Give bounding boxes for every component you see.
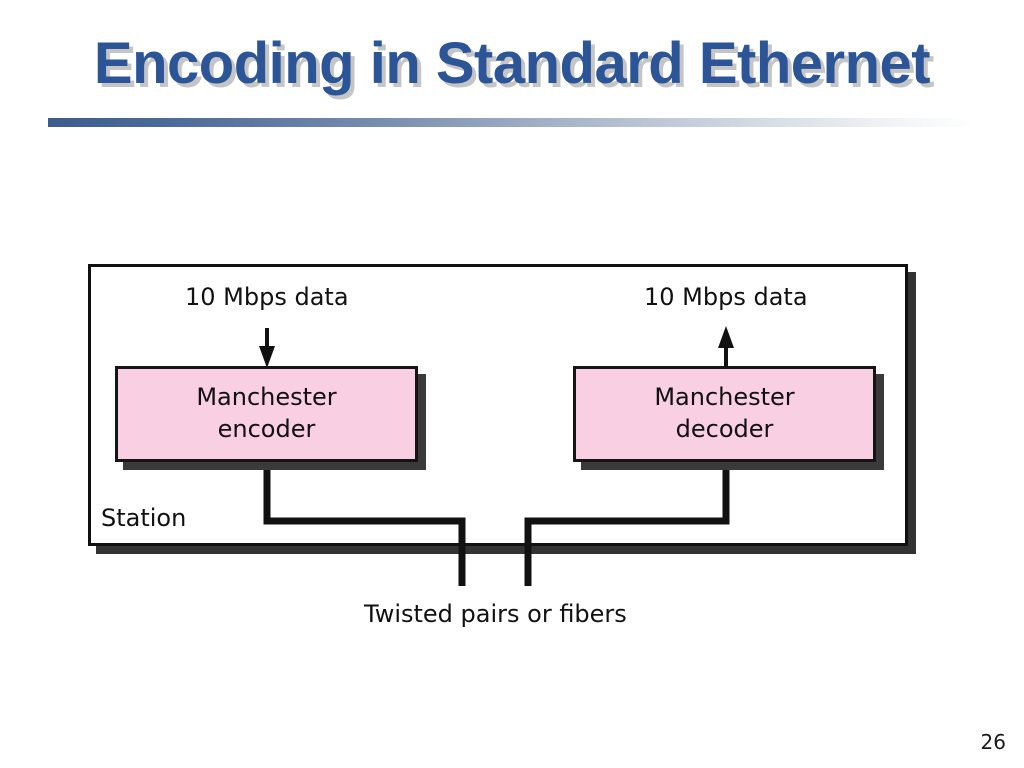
slide-page-number: 26: [980, 730, 1006, 754]
transmission-medium-label: Twisted pairs or fibers: [364, 600, 627, 628]
encoder-label-line1: Manchester: [196, 383, 337, 412]
decoder-label-line1: Manchester: [654, 383, 795, 412]
manchester-encoder-block[interactable]: Manchester encoder: [115, 366, 418, 462]
page-title: Encoding in Standard Ethernet: [93, 31, 931, 96]
right-data-rate-label: 10 Mbps data: [644, 283, 808, 311]
title-underline-rule: [48, 118, 976, 127]
decoder-label-line2: decoder: [675, 415, 774, 443]
left-data-rate-label: 10 Mbps data: [185, 283, 349, 311]
manchester-decoder-block[interactable]: Manchester decoder: [573, 366, 876, 462]
station-label: Station: [101, 504, 187, 532]
encoder-label-line2: encoder: [217, 415, 316, 443]
